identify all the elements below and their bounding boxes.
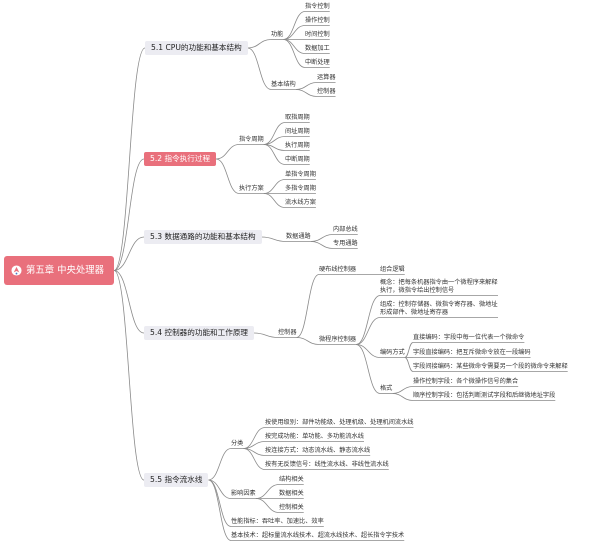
connector-topic-data-processing: [283, 39, 306, 54]
topic-basic-structure[interactable]: 基本结构: [271, 81, 296, 88]
topic-format[interactable]: 格式: [380, 385, 393, 392]
topic-instruction-control[interactable]: 指令控制: [305, 3, 330, 10]
section-5-3[interactable]: 5.3 数据通路的功能和基本结构: [144, 230, 262, 244]
topic-microprogram-concept[interactable]: 概念：把每条机器指令由一个微程序来解释执行，微指令给出控制信号: [380, 279, 498, 294]
topic-sequence-control-field[interactable]: 顺序控制字段：包括判断测试字段和后继微地址字段: [413, 392, 556, 399]
connector-topic-sequence-control-field: [392, 393, 414, 401]
topic-microprogram-controller[interactable]: 微程序控制器: [319, 336, 357, 343]
topic-pipeline-scheme[interactable]: 流水线方案: [285, 199, 316, 206]
connector-topic-field-indirect-encoding: [404, 357, 414, 372]
connector-topic-encoding-method: [356, 344, 381, 358]
topic-by-connection[interactable]: 按连接方式：动态流水线、静态流水线: [265, 447, 371, 454]
topic-by-level[interactable]: 按使用级别：部件功能级、处理机级、处理机间流水线: [265, 419, 414, 426]
topic-direct-encoding[interactable]: 直接编码：字段中每一位代表一个微命令: [413, 334, 525, 341]
connector-topic-operation-control: [283, 25, 306, 40]
connector-section-5-4: [113, 270, 145, 334]
topic-data-hazard[interactable]: 数据相关: [279, 490, 304, 497]
connector-topic-control-hazard: [255, 498, 280, 513]
connector-topic-alu: [295, 82, 318, 90]
connector-topic-controller-unit: [295, 89, 318, 97]
section-5-1[interactable]: 5.1 CPU的功能和基本结构: [145, 41, 248, 55]
topic-data-processing[interactable]: 数据加工: [305, 45, 330, 52]
connector-section-5-3: [113, 236, 145, 271]
topic-fetch-cycle[interactable]: 取指周期: [285, 114, 310, 121]
connector-topic-data-path: [261, 236, 287, 242]
topic-hardwired-controller[interactable]: 硬布线控制器: [319, 266, 357, 273]
topic-combinational-logic[interactable]: 组合逻辑: [380, 266, 405, 273]
root-title: 第五章 中央处理器: [26, 265, 104, 276]
connector-section-5-2: [113, 158, 145, 271]
topic-single-cycle[interactable]: 单指令周期: [285, 171, 316, 178]
connector-topic-dedicated-path: [310, 241, 334, 249]
topic-execution-scheme[interactable]: 执行方案: [239, 185, 264, 192]
connector-topic-classification: [208, 448, 232, 481]
connector-topic-interrupt-cycle: [263, 144, 286, 165]
topic-classification[interactable]: 分类: [231, 440, 244, 447]
connector-topic-instruction-control: [283, 11, 306, 40]
topic-function[interactable]: 功能: [271, 31, 284, 38]
topic-instruction-cycle[interactable]: 指令周期: [239, 136, 264, 143]
topic-controller-unit[interactable]: 控制器: [317, 88, 336, 95]
topic-data-path[interactable]: 数据通路: [286, 233, 311, 240]
connector-topic-format: [355, 344, 381, 394]
connector-topic-function: [247, 39, 272, 49]
topic-microprogram-composition[interactable]: 组成：控制存储器、微指令寄存器、微地址形成部件、微地址寄存器: [380, 301, 498, 316]
topic-dedicated-path[interactable]: 专用通路: [333, 240, 358, 247]
connector-topic-hardwired-controller: [296, 274, 320, 338]
connector-topic-performance-metrics: [208, 479, 232, 527]
topic-execute-cycle[interactable]: 执行周期: [285, 142, 310, 149]
topic-interrupt-handling[interactable]: 中断处理: [305, 59, 330, 66]
connector-topic-basic-techniques: [208, 479, 232, 541]
connector-section-5-5: [113, 270, 145, 481]
topic-control-hazard[interactable]: 控制相关: [279, 504, 304, 511]
topic-operation-control-field[interactable]: 操作控制字段：各个微操作信号的集合: [413, 378, 519, 385]
connector-topic-structural-hazard: [255, 484, 280, 499]
connector-topic-operation-control-field: [392, 386, 414, 394]
topic-indirect-cycle[interactable]: 间址周期: [285, 128, 310, 135]
connector-topic-by-feedback: [243, 448, 266, 470]
section-5-2[interactable]: 5.2 指令执行过程: [144, 152, 217, 166]
connector-topic-instruction-cycle: [216, 144, 240, 160]
connector-topic-interrupt-handling: [283, 39, 306, 68]
connector-topic-microprogram-controller: [296, 337, 320, 345]
topic-by-function[interactable]: 按完成功能：单功能、多功能流水线: [265, 433, 364, 440]
connector-topic-controller: [254, 332, 279, 338]
topic-encoding-method[interactable]: 编码方式: [380, 349, 405, 356]
topic-field-direct-encoding[interactable]: 字段直接编码：把互斥微命令放在一段编码: [413, 349, 531, 356]
mind-map-root-icon: [11, 265, 22, 276]
topic-basic-techniques[interactable]: 基本技术：超标量流水线技术、超流水线技术、超长指令字技术: [231, 532, 405, 539]
connector-topic-internal-bus: [310, 234, 334, 242]
connector-topic-microprogram-concept: [355, 295, 381, 345]
topic-field-indirect-encoding[interactable]: 字段间接编码：某些微命令需要另一个段的微命令来解释: [413, 363, 568, 370]
connector-topic-microprogram-composition: [356, 317, 381, 345]
topic-alu[interactable]: 运算器: [317, 74, 336, 81]
topic-time-control[interactable]: 时间控制: [305, 31, 330, 38]
topic-interrupt-cycle[interactable]: 中断周期: [285, 156, 310, 163]
topic-by-feedback[interactable]: 按有无反馈信号：线性流水线、非线性流水线: [265, 461, 389, 468]
connector-topic-basic-structure: [247, 47, 272, 90]
topic-controller[interactable]: 控制器: [278, 329, 297, 336]
topic-multi-cycle[interactable]: 多指令周期: [285, 185, 316, 192]
connector-topic-fetch-cycle: [263, 122, 286, 145]
topic-influencing-factors[interactable]: 影响因素: [231, 490, 256, 497]
connector-topic-direct-encoding: [404, 342, 414, 358]
topic-internal-bus[interactable]: 内部总线: [333, 226, 358, 233]
root-node[interactable]: 第五章 中央处理器: [4, 256, 114, 285]
connector-topic-by-level: [243, 427, 266, 449]
topic-performance-metrics[interactable]: 性能指标：吞吐率、加速比、效率: [231, 518, 324, 525]
topic-operation-control[interactable]: 操作控制: [305, 17, 330, 24]
connector-topic-single-cycle: [263, 179, 286, 194]
section-5-4[interactable]: 5.4 控制器的功能和工作原理: [144, 326, 255, 340]
section-5-5[interactable]: 5.5 指令流水线: [144, 473, 209, 487]
connector-topic-pipeline-scheme: [263, 193, 286, 208]
connector-topic-execution-scheme: [215, 158, 240, 194]
connector-section-5-1: [113, 47, 146, 271]
topic-structural-hazard[interactable]: 结构相关: [279, 476, 304, 483]
